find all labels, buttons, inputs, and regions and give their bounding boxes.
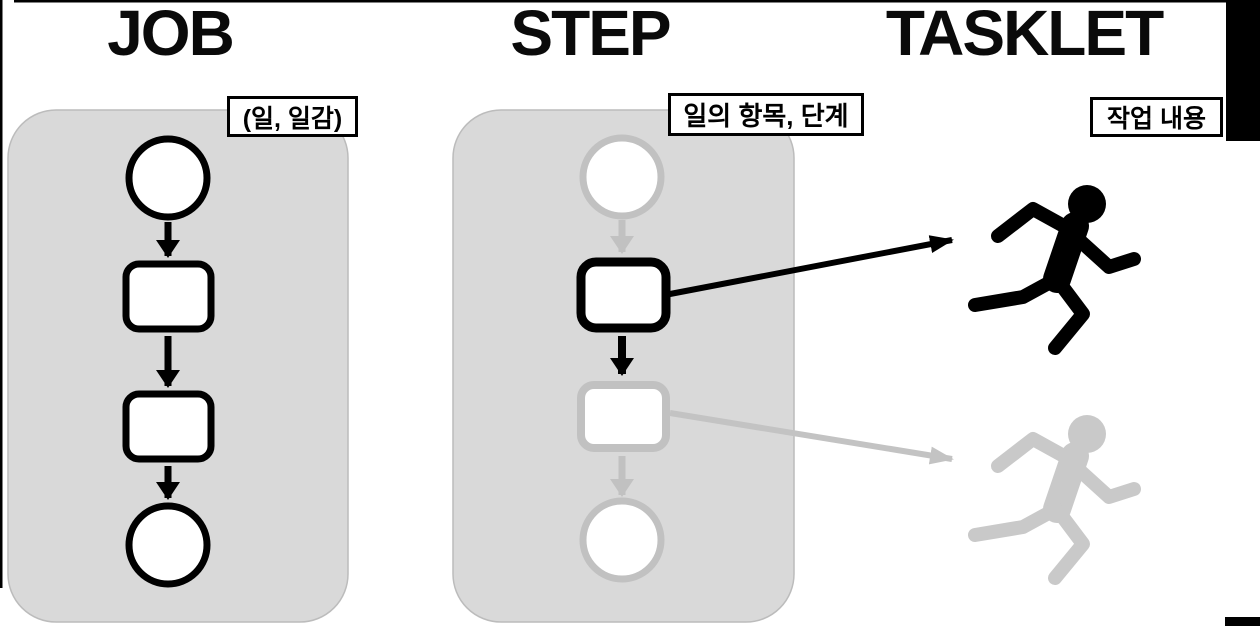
job-start-circle bbox=[125, 135, 211, 221]
left-edge-line bbox=[0, 0, 3, 588]
job-annotation-label: (일, 일감) bbox=[227, 96, 358, 137]
top-edge-line bbox=[14, 0, 1260, 3]
job-heading: JOB bbox=[107, 0, 235, 69]
job-container bbox=[7, 109, 349, 623]
connector-step-to-tasklet-inactive bbox=[669, 410, 954, 465]
connector-step-to-tasklet-active bbox=[669, 235, 954, 297]
job-step-box-1 bbox=[122, 260, 215, 333]
job-step-box-2 bbox=[122, 390, 215, 463]
runner-icon-active bbox=[968, 185, 1141, 355]
tasklet-heading: TASKLET bbox=[885, 0, 1164, 69]
job-flow-group bbox=[7, 109, 349, 623]
runner-icon-inactive bbox=[968, 415, 1141, 585]
step-flow-group bbox=[452, 109, 795, 623]
tasklet-annotation-label: 작업 내용 bbox=[1090, 97, 1223, 137]
step-box-muted bbox=[577, 381, 670, 452]
bottom-right-edge-bar bbox=[1225, 617, 1260, 626]
step-heading: STEP bbox=[510, 0, 671, 69]
step-box-highlighted bbox=[576, 257, 671, 333]
step-annotation-label: 일의 항목, 단계 bbox=[668, 93, 864, 136]
step-end-circle-muted bbox=[579, 497, 665, 583]
step-start-circle-muted bbox=[579, 134, 665, 220]
right-edge-bar bbox=[1226, 0, 1260, 141]
job-end-circle bbox=[125, 502, 211, 588]
